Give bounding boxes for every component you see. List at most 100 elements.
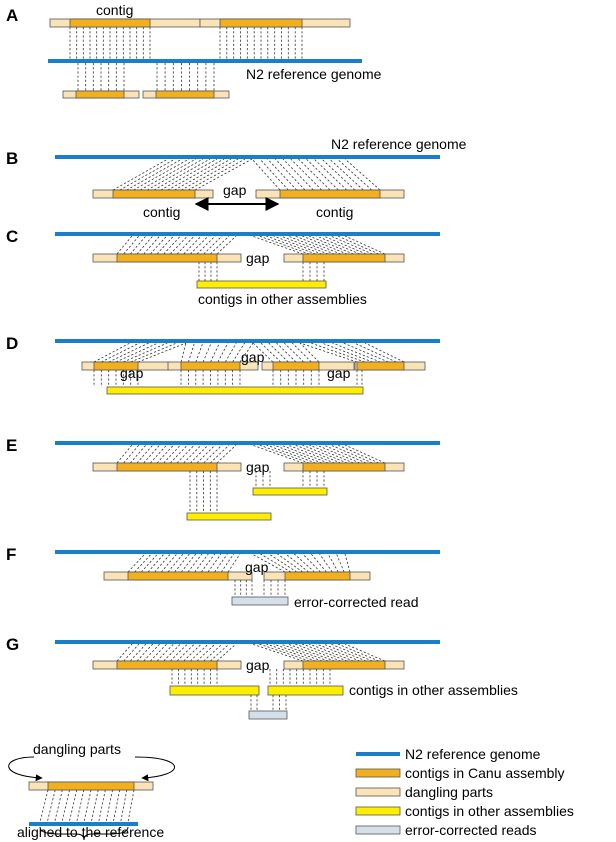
alignment-dash-line — [123, 444, 140, 464]
alignment-dash-line — [275, 158, 306, 191]
alignment-dash-line — [266, 444, 316, 464]
alignment-dash-line — [337, 643, 379, 662]
alignment-dash-line — [214, 553, 228, 573]
alignment-dash-line — [108, 342, 149, 363]
alignment-dash-line — [160, 553, 178, 573]
alignment-dash-line — [306, 158, 339, 191]
alignment-dash-line — [273, 444, 323, 464]
alignment-dash-line — [112, 789, 121, 823]
panel-e: E gap — [6, 436, 440, 521]
alignment-dash-line — [251, 553, 286, 573]
dangling-arrow-left — [8, 756, 43, 782]
alignment-dash-line — [143, 643, 160, 662]
alignment-dash-line — [176, 235, 195, 255]
alignment-dash-line — [140, 158, 197, 191]
alignment-dash-line — [210, 444, 230, 464]
alignment-dash-line — [141, 553, 158, 573]
alignment-dash-line — [136, 235, 154, 255]
contig-aligned — [116, 660, 218, 670]
alignment-dash-line — [251, 643, 304, 662]
alignment-dash-line — [203, 444, 223, 464]
alignment-dash-line — [150, 444, 167, 464]
alignment-dash-line — [54, 789, 63, 823]
alignment-dash-line — [323, 235, 367, 255]
alignment-dash-line — [180, 342, 187, 363]
alignment-dash-line — [105, 789, 113, 823]
contig-aligned — [112, 189, 196, 199]
contig-aligned — [279, 189, 381, 199]
gap-label: gap — [327, 365, 351, 381]
inset-dangling-explanation: dangling parts aligned to the reference — [8, 741, 175, 841]
panel-letter-f: F — [6, 545, 16, 564]
alignment-dash-line — [301, 235, 348, 255]
alignment-dash-line — [337, 235, 379, 255]
alignment-dash-line — [68, 789, 78, 823]
alignment-dash-line — [299, 342, 358, 363]
alignment-dash-line — [153, 158, 211, 191]
alignment-dash-line — [183, 444, 202, 464]
alignment-lines — [39, 27, 405, 823]
error-corrected-read-label: error-corrected read — [294, 594, 419, 610]
contig-aligned — [47, 781, 135, 791]
alignment-dash-line — [251, 235, 304, 255]
alignment-dash-line — [280, 444, 329, 464]
alignment-dash-line — [150, 643, 167, 662]
contig-aligned — [302, 660, 386, 670]
alignment-dash-line — [112, 158, 169, 191]
alignment-dash-line — [137, 342, 187, 363]
contig-aligned — [116, 253, 218, 263]
alignment-dash-line — [174, 553, 190, 573]
alignment-dash-line — [130, 342, 177, 363]
panel-letter-e: E — [6, 436, 17, 455]
alignment-dash-line — [332, 342, 381, 363]
alignment-dash-line — [203, 235, 223, 255]
alignment-dash-line — [136, 444, 154, 464]
alignment-dash-line — [294, 553, 315, 573]
alignment-dash-line — [259, 444, 310, 464]
alignment-dash-line — [232, 342, 245, 363]
panel-c: C gap contigs in other assemblies — [6, 227, 440, 307]
legend-swatch-canu — [355, 768, 401, 778]
contig-aligned — [69, 18, 151, 28]
alignment-dash-line — [143, 444, 160, 464]
alignment-dash-line — [210, 235, 230, 255]
alignment-dash-line — [163, 643, 181, 662]
alignment-dash-line — [310, 553, 327, 573]
alignment-dash-line — [280, 235, 329, 255]
alignment-dash-line — [196, 235, 216, 255]
alignment-dash-line — [316, 235, 360, 255]
alignment-dash-line — [202, 342, 212, 363]
alignment-dash-line — [76, 789, 85, 823]
alignment-dash-line — [147, 553, 165, 573]
gap-label: gap — [246, 250, 270, 266]
alignment-dash-line — [93, 342, 131, 363]
alignment-dash-line — [167, 553, 184, 573]
alignment-dash-line — [154, 553, 171, 573]
alignment-dash-line — [176, 444, 195, 464]
alignment-dash-line — [167, 158, 225, 191]
alignment-dash-line — [251, 444, 304, 464]
contig-aligned — [75, 90, 125, 99]
panel-letter-c: C — [6, 227, 18, 246]
alignment-dash-line — [259, 158, 289, 191]
alignment-dash-line — [268, 553, 298, 573]
alignment-dash-line — [183, 643, 202, 662]
alignment-dash-line — [337, 444, 379, 464]
alignment-dash-line — [344, 158, 381, 191]
alignment-dash-line — [116, 643, 133, 662]
panel-letter-g: G — [6, 635, 19, 654]
alignment-dash-line — [290, 158, 322, 191]
alignment-dash-line — [260, 342, 281, 363]
alignment-dash-line — [344, 235, 386, 255]
alignment-dash-line — [83, 789, 92, 823]
alignment-dash-line — [115, 342, 159, 363]
alignment-dash-line — [330, 235, 373, 255]
alignment-dash-line — [116, 235, 133, 255]
panel-f: F gap error-corrected read — [6, 545, 440, 610]
contig-aligned — [116, 462, 218, 472]
alignment-dash-line — [329, 158, 364, 191]
alignment-dash-line — [302, 553, 321, 573]
alignment-dash-line — [277, 553, 303, 573]
alignment-dash-line — [183, 235, 202, 255]
aligned-label: aligned to the reference — [17, 824, 164, 840]
